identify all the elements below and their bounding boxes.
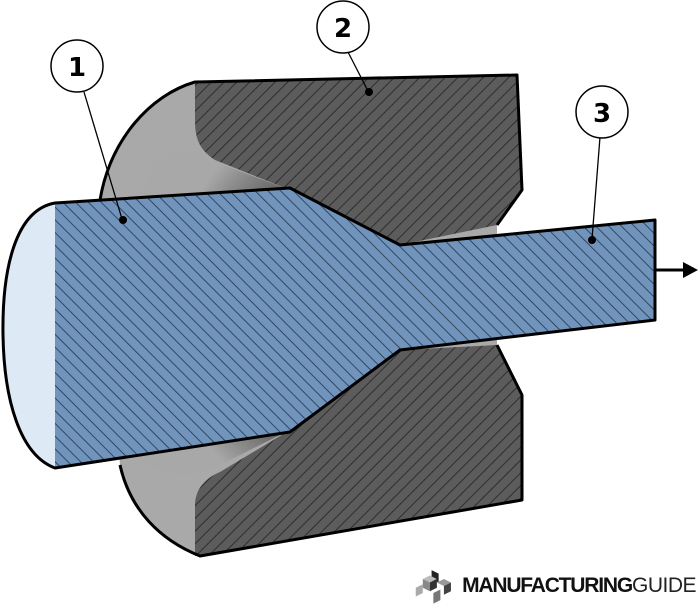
logo-text-bold: MANUFACTURING (462, 574, 633, 597)
callout-label: 2 (334, 14, 352, 44)
callout-label: 1 (68, 53, 86, 83)
logo-text-light: GUIDE (631, 574, 697, 597)
callout-3: 3 (575, 85, 629, 244)
cubes-logo-icon (415, 570, 452, 604)
die-upper-section (195, 75, 522, 245)
arrow-right-icon (655, 262, 698, 278)
die-outline (98, 73, 524, 558)
billet-end-face (2, 203, 55, 468)
callout-label: 3 (593, 99, 611, 129)
billet (55, 188, 655, 468)
die-lower-section (195, 345, 522, 556)
callout-2: 2 (316, 0, 373, 96)
callout-1: 1 (50, 39, 127, 224)
billet-outline (1, 186, 657, 470)
